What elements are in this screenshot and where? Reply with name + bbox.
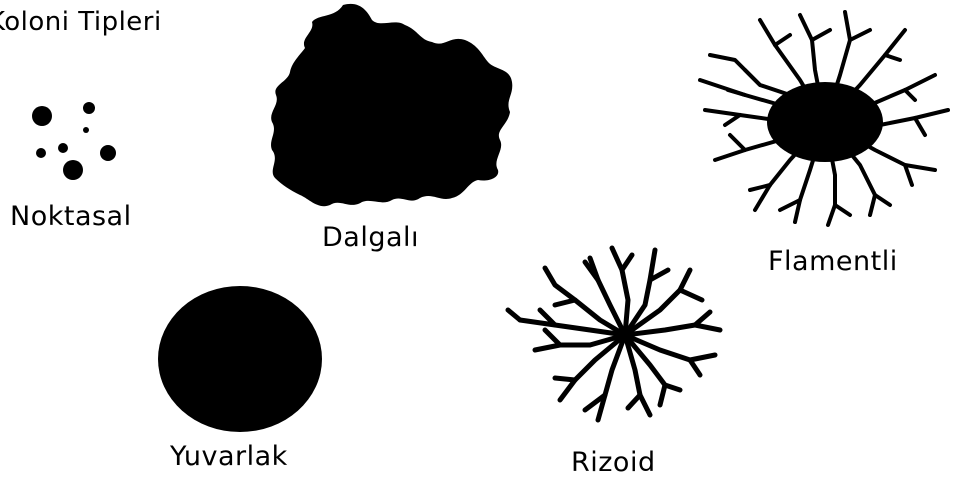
circular-label: Yuvarlak [170,443,288,470]
undulate-label: Dalgalı [322,224,419,251]
undulate-colony-shape [271,4,512,206]
diagram-title: Koloni Tipleri [0,9,162,35]
circular-colony-shape [158,286,322,432]
filamentous-label: Flamentli [768,248,898,275]
filamentous-colony-shape [700,12,948,225]
rhizoid-colony-shape [508,248,720,420]
rhizoid-label: Rizoid [571,449,656,476]
punctiform-colony-shape [32,102,116,180]
punctiform-label: Noktasal [10,203,132,230]
